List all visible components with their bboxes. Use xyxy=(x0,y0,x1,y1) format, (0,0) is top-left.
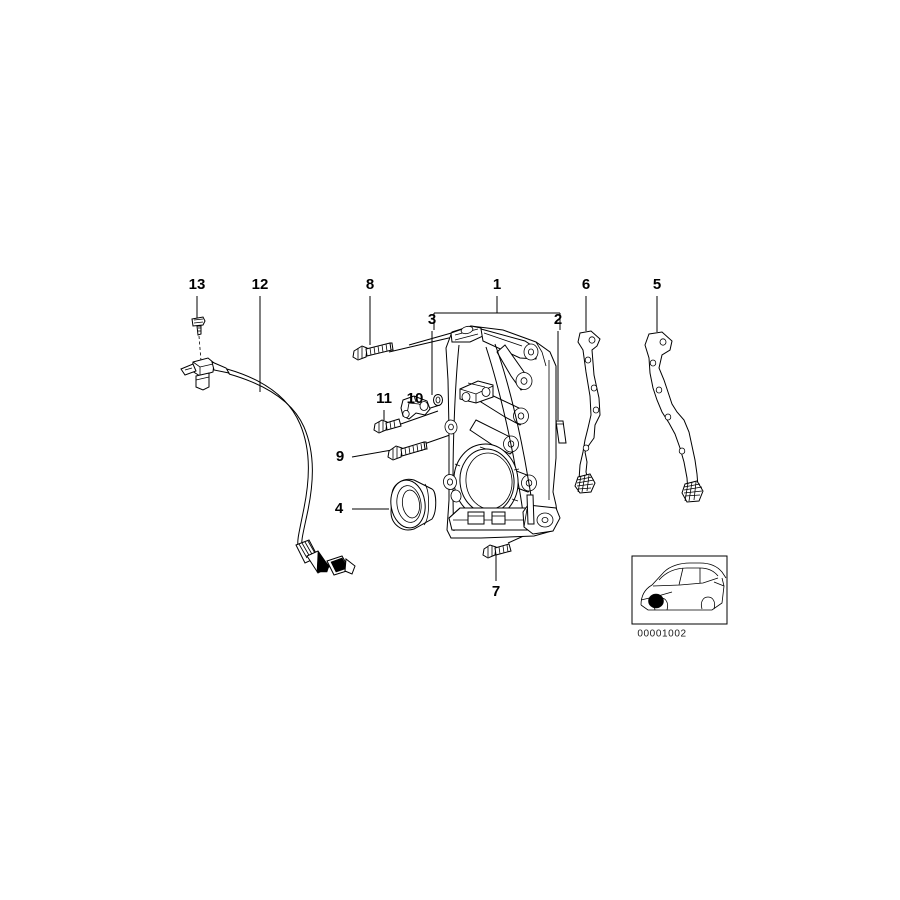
part-11-hex-bolt-short xyxy=(373,418,402,434)
callout-5: 5 xyxy=(653,276,661,293)
gasket-6-foot xyxy=(574,473,596,494)
part-7-hex-bolt xyxy=(482,543,512,559)
part-5-gasket xyxy=(644,331,704,503)
callout-3: 3 xyxy=(428,311,436,328)
part-8-hex-bolt xyxy=(352,342,394,361)
part-6-gasket xyxy=(574,330,601,494)
part-2-dowel-pin xyxy=(555,420,567,444)
callout-11: 11 xyxy=(376,390,392,407)
part-10-bracket xyxy=(400,395,431,420)
callout-9: 9 xyxy=(336,448,344,465)
callout-4: 4 xyxy=(335,500,344,517)
diagram-id-tag: 00001002 xyxy=(637,629,686,640)
part-12-pulse-generator-cable xyxy=(180,357,356,576)
callout-6: 6 xyxy=(582,276,590,293)
callout-7: 7 xyxy=(492,583,500,600)
cable-connector xyxy=(295,539,356,576)
cover-upper-boss xyxy=(459,380,494,404)
callout-10: 10 xyxy=(407,390,424,407)
callout-12: 12 xyxy=(252,276,269,293)
part-3-o-ring xyxy=(433,394,443,406)
part-4-shaft-seal-ring xyxy=(390,478,437,531)
part-13-fastening-screw xyxy=(191,316,206,362)
part-9-hex-bolt xyxy=(387,441,428,461)
callout-numbers: 1 2 3 4 5 6 7 8 9 10 11 12 13 xyxy=(189,276,662,600)
vehicle-location-thumbnail xyxy=(631,555,728,625)
gasket-5-foot xyxy=(681,480,704,503)
callout-2: 2 xyxy=(554,311,562,328)
part-1-timing-case-cover xyxy=(443,325,561,539)
callout-1: 1 xyxy=(493,276,501,293)
callout-13: 13 xyxy=(189,276,206,293)
callout-8: 8 xyxy=(366,276,374,293)
